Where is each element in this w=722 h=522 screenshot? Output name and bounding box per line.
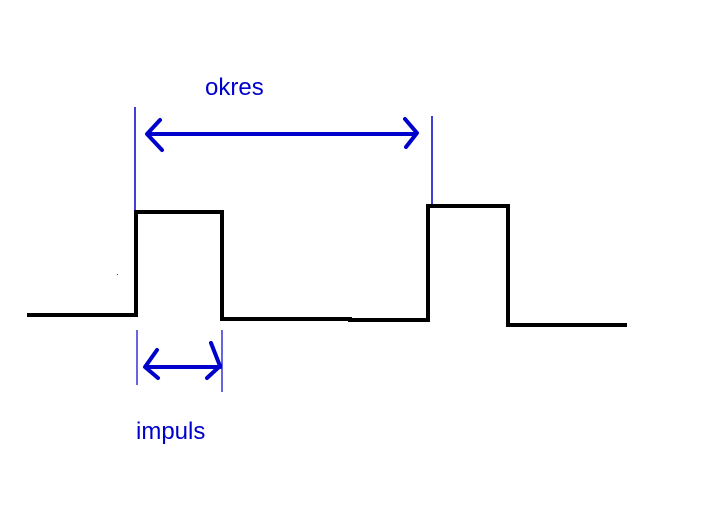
period-arrow-head-right xyxy=(403,117,419,149)
pulse-label: impuls xyxy=(136,418,206,445)
pulse-arrow-head-right xyxy=(205,341,222,380)
signal-segment-first xyxy=(27,210,352,321)
period-annotation xyxy=(134,107,433,210)
pulse-annotation xyxy=(136,330,223,392)
square-wave-signal xyxy=(27,204,627,327)
stray-dot xyxy=(117,274,118,275)
pulse-arrow-head-left xyxy=(143,348,160,380)
period-arrow-head-left xyxy=(145,118,164,152)
period-label: okres xyxy=(205,74,264,101)
signal-segment-second xyxy=(348,204,627,327)
